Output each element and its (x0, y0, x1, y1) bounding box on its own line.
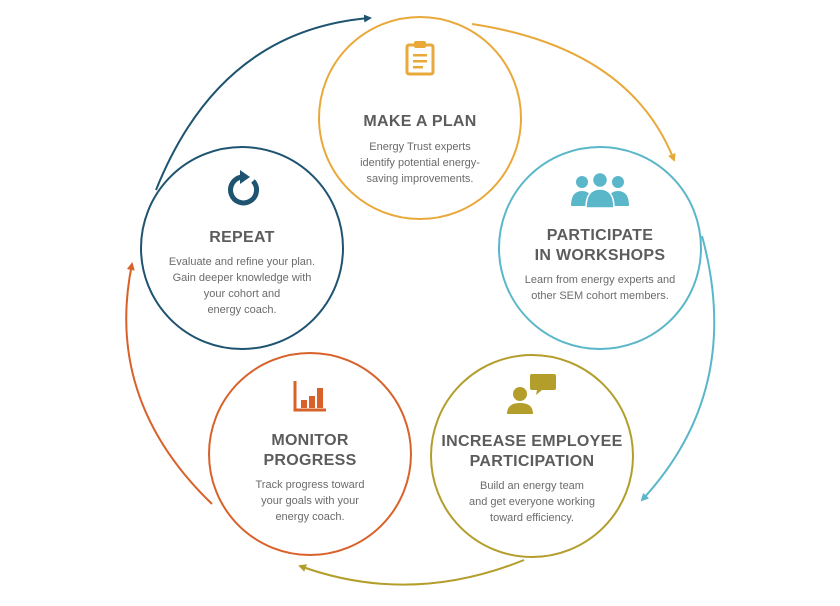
step-description: Energy Trust experts identify potential … (360, 141, 480, 185)
step-title: PARTICIPATE IN WORKSHOPS (534, 227, 666, 264)
group-icon (568, 171, 632, 213)
conversation-icon (506, 372, 558, 419)
arrow-workshops-to-participation (640, 235, 716, 502)
arrow-participation-to-monitor (298, 559, 525, 586)
step-monitor-progress: MONITOR PROGRESS Track progress toward y… (208, 352, 412, 556)
step-title: INCREASE EMPLOYEE PARTICIPATION (441, 433, 623, 470)
step-repeat: REPEAT Evaluate and refine your plan. Ga… (140, 146, 344, 350)
step-description: Build an energy team and get everyone wo… (469, 480, 595, 524)
step-title: REPEAT (209, 229, 275, 246)
step-description: Evaluate and refine your plan. Gain deep… (168, 256, 316, 316)
clipboard-icon (405, 40, 435, 81)
step-participate-in-workshops: PARTICIPATE IN WORKSHOPS Learn from ener… (498, 146, 702, 350)
step-title: MAKE A PLAN (363, 113, 477, 130)
step-description: Learn from energy experts and other SEM … (524, 274, 676, 302)
bar-chart-icon (293, 380, 327, 417)
refresh-icon (222, 170, 262, 215)
arrow-plan-to-workshops (471, 23, 676, 162)
step-title: MONITOR PROGRESS (263, 432, 357, 469)
step-make-a-plan: MAKE A PLAN Energy Trust experts identif… (318, 16, 522, 220)
step-increase-employee-participation: INCREASE EMPLOYEE PARTICIPATION Build an… (430, 354, 634, 558)
arrow-monitor-to-repeat (125, 262, 213, 505)
arrow-repeat-to-plan (155, 14, 372, 191)
step-description: Track progress toward your goals with yo… (255, 479, 365, 523)
